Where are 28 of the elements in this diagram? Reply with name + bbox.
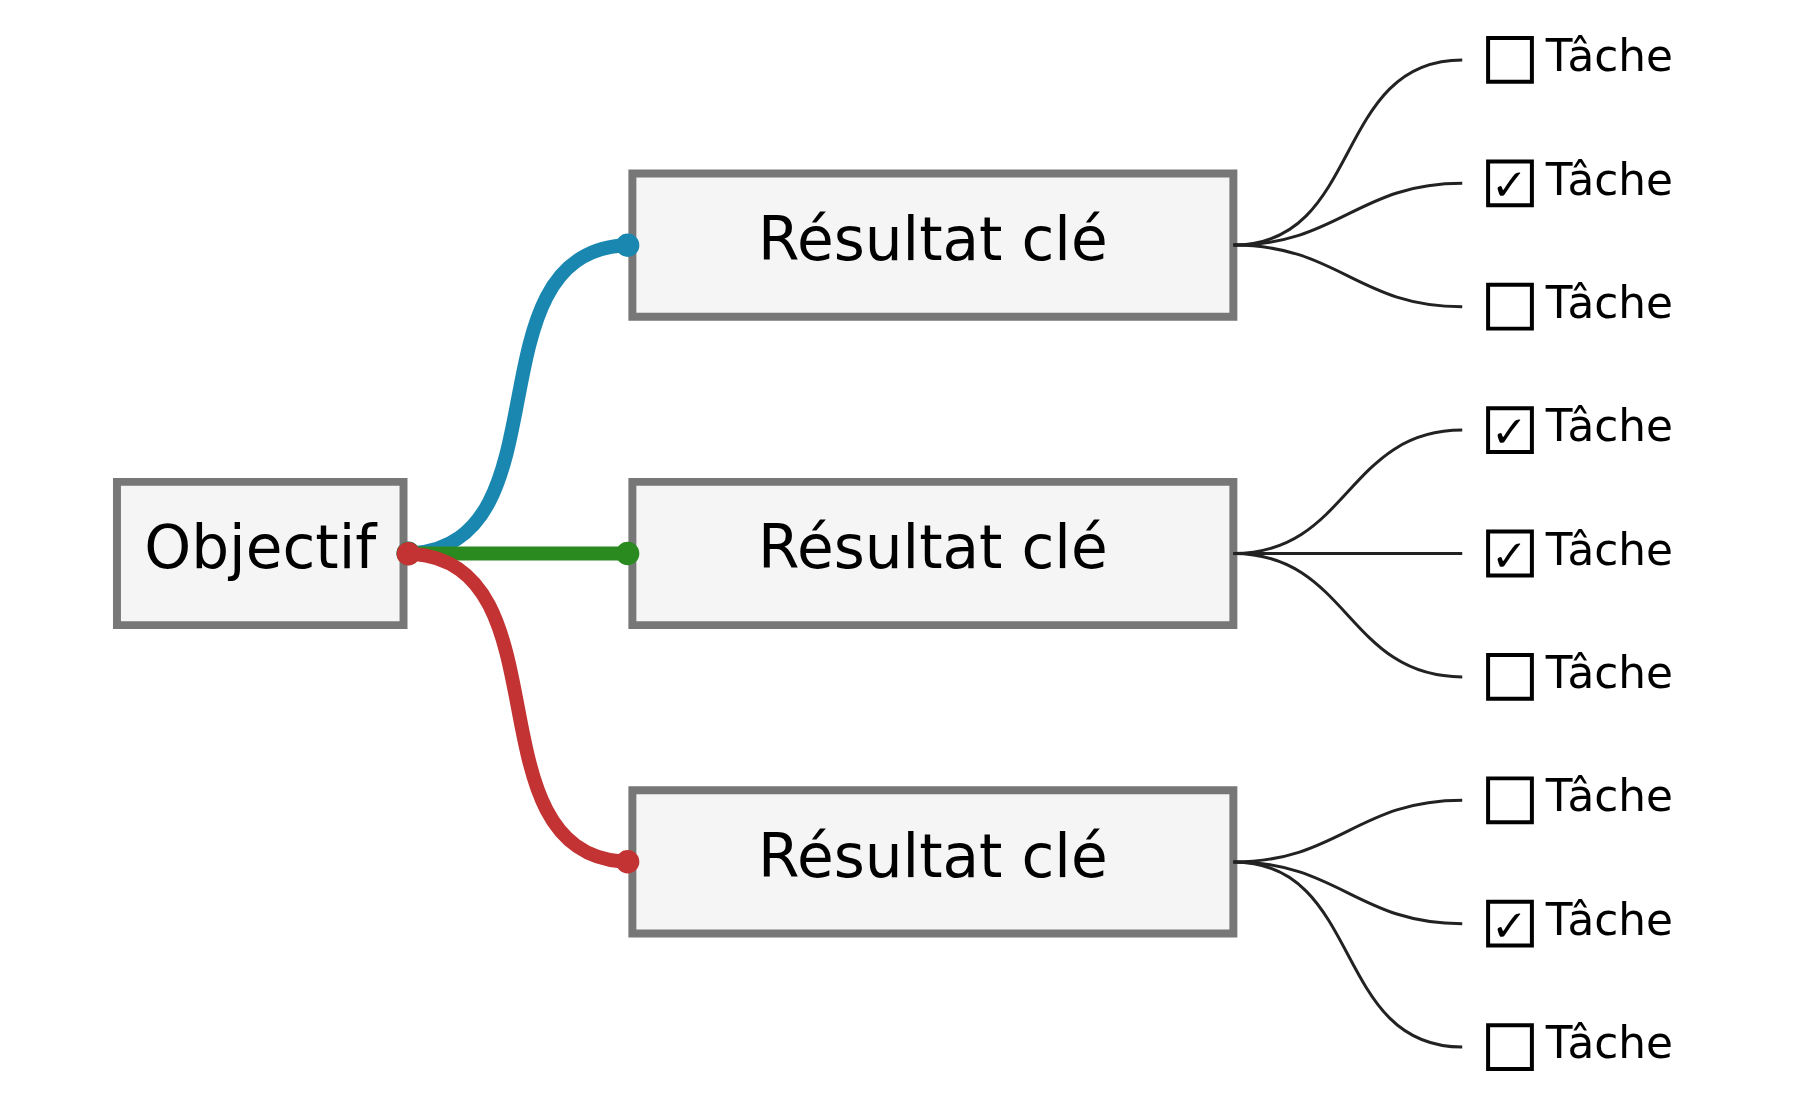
connector xyxy=(1233,860,1463,926)
node-label: Tâche xyxy=(1545,770,1673,822)
node-label: Tâche xyxy=(1545,1017,1673,1069)
node-box xyxy=(1486,653,1534,701)
connector xyxy=(396,233,640,566)
connector xyxy=(1233,243,1463,309)
connector xyxy=(396,541,640,874)
node-box: Résultat clé xyxy=(628,786,1238,938)
node-label: Tâche xyxy=(1545,30,1673,82)
node-box: Résultat clé xyxy=(628,169,1238,321)
node-box xyxy=(1486,1023,1534,1071)
connector xyxy=(396,541,640,566)
node-box: Résultat clé xyxy=(628,477,1238,630)
node-label: Tâche xyxy=(1545,523,1673,575)
node-box xyxy=(1486,36,1534,84)
node-label: Tâche xyxy=(1545,153,1673,205)
connector xyxy=(1233,798,1463,864)
node-label: Tâche xyxy=(1545,276,1673,328)
connector xyxy=(1233,181,1463,247)
node-label: Tâche xyxy=(1545,400,1673,452)
connector xyxy=(1233,552,1463,679)
node-box xyxy=(1486,776,1534,825)
node-label: Tâche xyxy=(1545,893,1673,945)
node-box: Objectif xyxy=(112,477,408,630)
node-box xyxy=(1486,282,1534,331)
connector xyxy=(1233,58,1463,247)
node-label: Tâche xyxy=(1545,647,1673,699)
connector xyxy=(1233,860,1463,1049)
